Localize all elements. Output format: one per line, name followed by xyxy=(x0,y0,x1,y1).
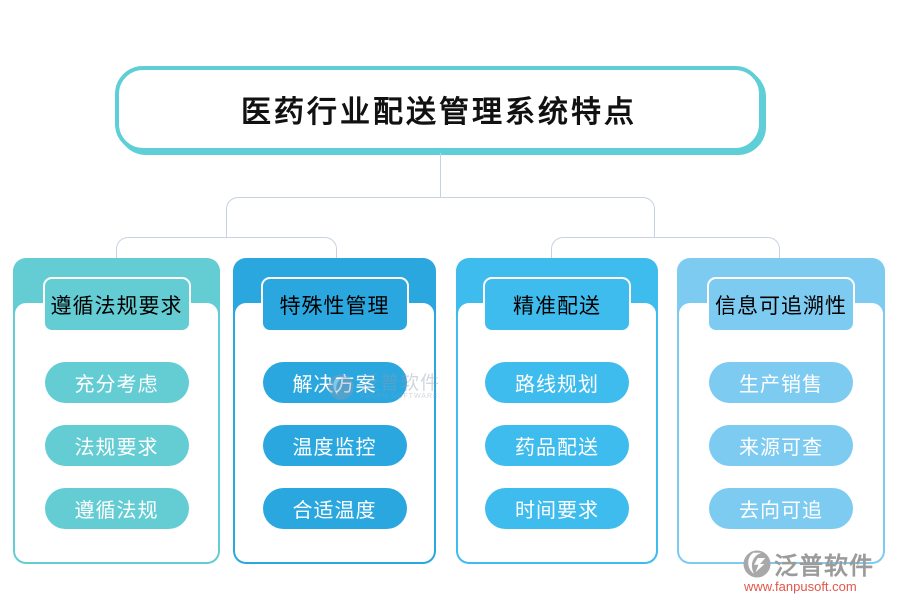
feature-pill: 去向可追 xyxy=(709,488,853,529)
card-header: 精准配送 xyxy=(483,277,631,332)
feature-card-precise-delivery: 精准配送 路线规划 药品配送 时间要求 xyxy=(456,258,658,564)
card-header-label: 精准配送 xyxy=(513,293,601,318)
connector-bracket-level1 xyxy=(226,197,655,238)
feature-pill: 生产销售 xyxy=(709,362,853,403)
feature-pill: 法规要求 xyxy=(44,425,189,466)
feature-pill: 药品配送 xyxy=(485,425,629,466)
root-title-text: 医药行业配送管理系统特点 xyxy=(241,96,637,129)
feature-card-compliance: 遵循法规要求 充分考虑 法规要求 遵循法规 xyxy=(13,258,220,564)
connector-bracket-level2-right xyxy=(551,237,780,259)
connector-root-stem xyxy=(440,153,441,198)
feature-pill: 合适温度 xyxy=(262,488,407,529)
fanpu-logo-icon xyxy=(743,550,771,577)
feature-card-special-management: 特殊性管理 解决方案 温度监控 合适温度 xyxy=(233,258,436,564)
card-header-label: 信息可追溯性 xyxy=(715,293,847,318)
feature-card-traceability: 信息可追溯性 生产销售 来源可查 去向可追 xyxy=(677,258,885,564)
card-header-label: 遵循法规要求 xyxy=(50,293,183,318)
feature-pill: 时间要求 xyxy=(485,488,629,529)
feature-pill: 路线规划 xyxy=(485,362,629,403)
diagram-root-title: 医药行业配送管理系统特点 xyxy=(115,66,763,152)
feature-pill: 遵循法规 xyxy=(44,488,189,529)
bottom-watermark: 泛普软件 www.fanpusoft.com xyxy=(742,546,892,594)
feature-pill: 充分考虑 xyxy=(44,362,189,403)
card-header: 特殊性管理 xyxy=(260,277,409,332)
card-header: 信息可追溯性 xyxy=(707,277,855,332)
feature-pill: 温度监控 xyxy=(262,425,407,466)
bottom-watermark-brand: 泛普软件 xyxy=(774,554,874,580)
card-header-label: 特殊性管理 xyxy=(279,293,390,318)
feature-pill: 来源可查 xyxy=(709,425,853,466)
bottom-watermark-url: www.fanpusoft.com xyxy=(744,579,857,594)
card-header: 遵循法规要求 xyxy=(42,277,191,332)
connector-bracket-level2-left xyxy=(116,237,337,259)
feature-pill: 解决方案 xyxy=(262,362,407,403)
